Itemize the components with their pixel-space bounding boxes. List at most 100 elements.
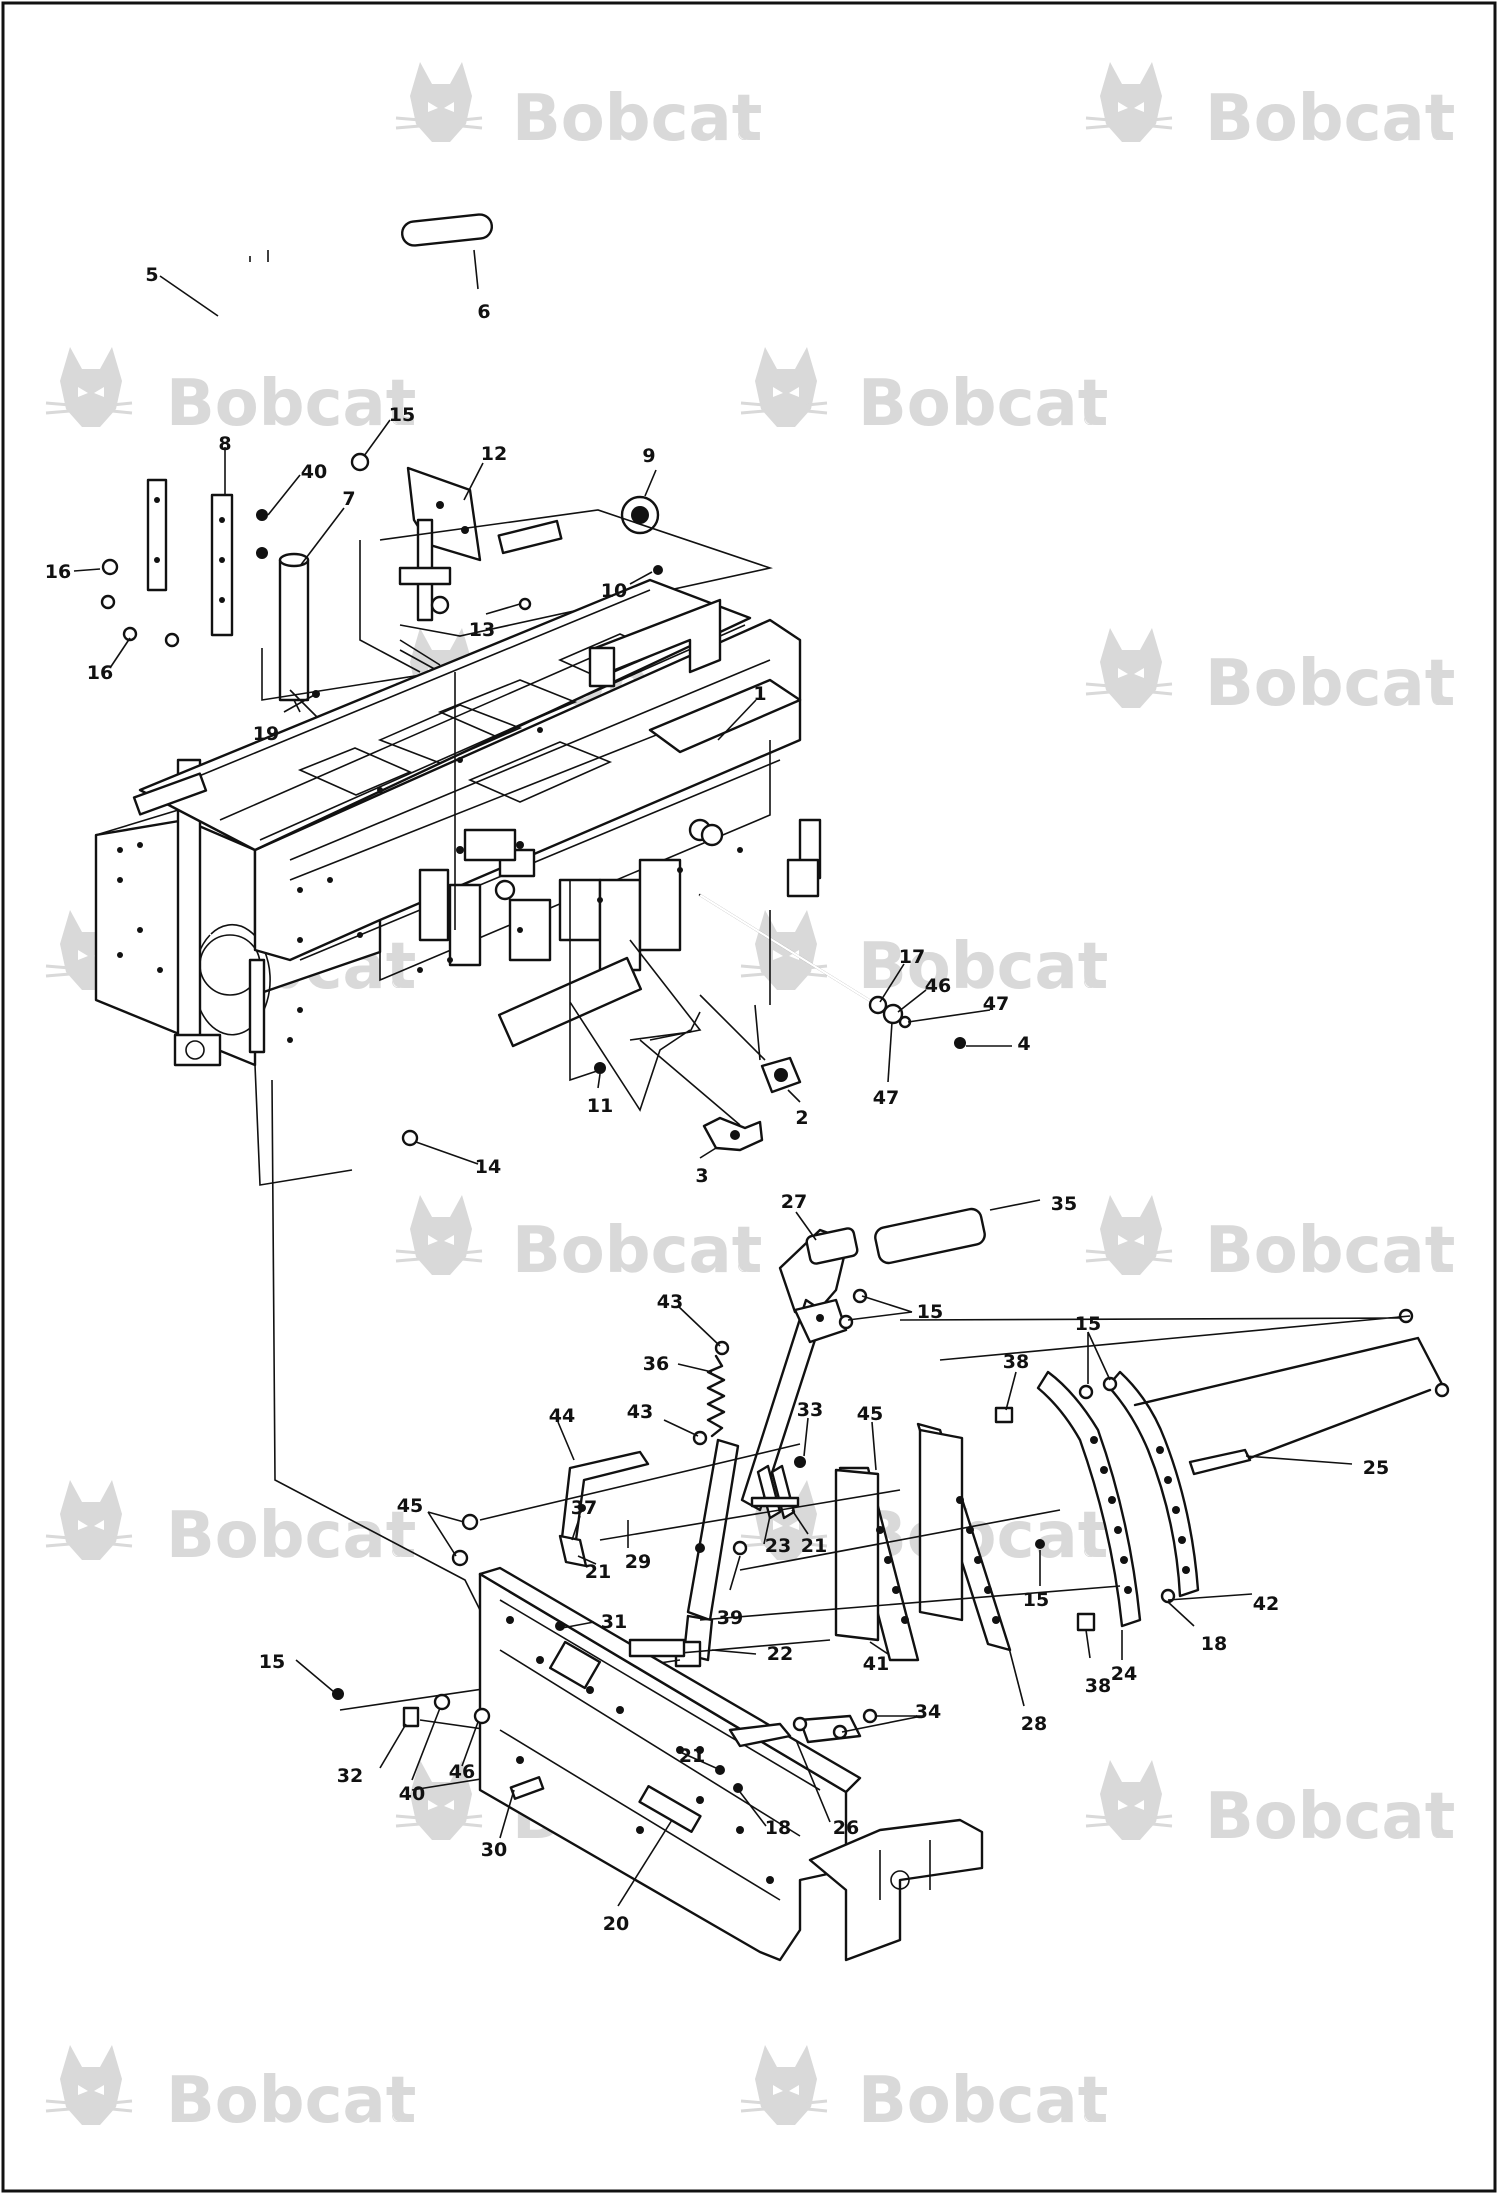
callout-42: 42 [1253,1593,1279,1615]
svg-text:®: ® [736,125,752,144]
callout-32: 32 [337,1765,363,1787]
watermark-3: Bobcat® [44,345,416,441]
svg-text:®: ® [1082,410,1098,429]
svg-text:Bobcat: Bobcat [1205,1214,1455,1288]
svg-text:Bobcat: Bobcat [166,2064,416,2138]
callout-22: 22 [767,1643,793,1665]
callout-21: 21 [679,1745,705,1767]
callout-18: 18 [1201,1633,1227,1655]
callout-15: 15 [917,1301,943,1323]
callout-16: 16 [45,561,71,583]
watermark-2: Bobcat® [1084,60,1455,156]
callout-38: 38 [1085,1675,1111,1697]
callout-5: 5 [145,264,158,286]
callout-9: 9 [642,445,655,467]
callout-30: 30 [481,1839,507,1861]
callout-35: 35 [1051,1193,1077,1215]
bobcat-head-icon [44,2043,134,2127]
callout-36: 36 [643,1353,669,1375]
callout-14: 14 [475,1156,501,1178]
callout-7: 7 [342,488,355,510]
bobcat-head-icon [1084,60,1174,144]
callout-44: 44 [549,1405,575,1427]
callout-40: 40 [399,1783,425,1805]
watermark-layer: Bobcat® Bobcat® Bobcat® Bobcat® Bobcat® … [44,60,1455,2138]
bobcat-head-icon [739,2043,829,2127]
callout-47: 47 [873,1087,899,1109]
lower-linkage-assembly [332,1207,1450,1962]
callout-17: 17 [899,946,925,968]
svg-text:®: ® [1082,2107,1098,2126]
bobcat-head-icon [1084,626,1174,710]
watermark-9: Bobcat® [394,1193,762,1288]
watermark-16: Bobcat® [739,2043,1108,2138]
svg-text:Bobcat: Bobcat [858,1499,1108,1573]
svg-text:®: ® [1430,1823,1446,1842]
svg-text:Bobcat: Bobcat [166,367,416,441]
watermark-15: Bobcat® [44,2043,416,2138]
callout-31: 31 [601,1611,627,1633]
callout-4: 4 [1017,1033,1030,1055]
bobcat-head-icon [739,908,829,992]
main-frame [94,578,966,1186]
callout-25: 25 [1363,1457,1389,1479]
callout-46: 46 [925,975,951,997]
callout-45: 45 [857,1403,883,1425]
watermark-4: Bobcat® [739,345,1108,441]
svg-text:Bobcat: Bobcat [858,930,1108,1004]
callout-16: 16 [87,662,113,684]
svg-text:®: ® [390,2107,406,2126]
callout-34: 34 [915,1701,941,1723]
svg-text:Bobcat: Bobcat [512,1214,762,1288]
callout-19: 19 [253,723,279,745]
callout-15: 15 [389,404,415,426]
callout-8: 8 [218,433,231,455]
svg-text:®: ® [1430,1257,1446,1276]
bobcat-head-icon [1084,1758,1174,1842]
svg-text:Bobcat: Bobcat [512,82,762,156]
callout-37: 37 [571,1497,597,1519]
callout-41: 41 [863,1653,889,1675]
svg-text:®: ® [1082,973,1098,992]
watermark-8: Bobcat® [739,908,1108,1004]
bobcat-head-icon [44,345,134,429]
callout-40: 40 [301,461,327,483]
callout-21: 21 [801,1535,827,1557]
svg-text:®: ® [736,1257,752,1276]
callout-leaders [73,249,1353,1907]
bobcat-head-icon [739,345,829,429]
callout-28: 28 [1021,1713,1047,1735]
callout-10: 10 [601,580,627,602]
bobcat-head-icon [1084,1193,1174,1277]
callout-23: 23 [765,1535,791,1557]
callout-27: 27 [781,1191,807,1213]
callout-21: 21 [585,1561,611,1583]
svg-text:Bobcat: Bobcat [1205,82,1455,156]
watermark-12: Bobcat® [739,1478,1108,1573]
svg-text:Bobcat: Bobcat [858,2064,1108,2138]
callout-29: 29 [625,1551,651,1573]
watermark-13: Bobcat® [1084,1758,1455,1854]
callout-38: 38 [1003,1351,1029,1373]
svg-text:®: ® [1082,1542,1098,1561]
callout-2: 2 [795,1107,808,1129]
callout-labels: 5 6 8 15 12 9 40 7 16 10 13 16 19 1 17 4… [45,264,1389,1935]
handle-assembly [100,213,773,721]
callout-11: 11 [587,1095,613,1117]
svg-text:Bobcat: Bobcat [858,367,1108,441]
callout-46: 46 [449,1761,475,1783]
callout-24: 24 [1111,1663,1137,1685]
watermark-5: Bobcat® [1084,626,1455,721]
callout-15: 15 [259,1651,285,1673]
callout-3: 3 [695,1165,708,1187]
bobcat-head-icon [394,1193,484,1277]
callout-15: 15 [1023,1589,1049,1611]
callout-26: 26 [833,1817,859,1839]
svg-text:®: ® [1430,690,1446,709]
callout-12: 12 [481,443,507,465]
callout-43: 43 [627,1401,653,1423]
assembly-guide-line [271,1079,481,1611]
callout-45: 45 [397,1495,423,1517]
